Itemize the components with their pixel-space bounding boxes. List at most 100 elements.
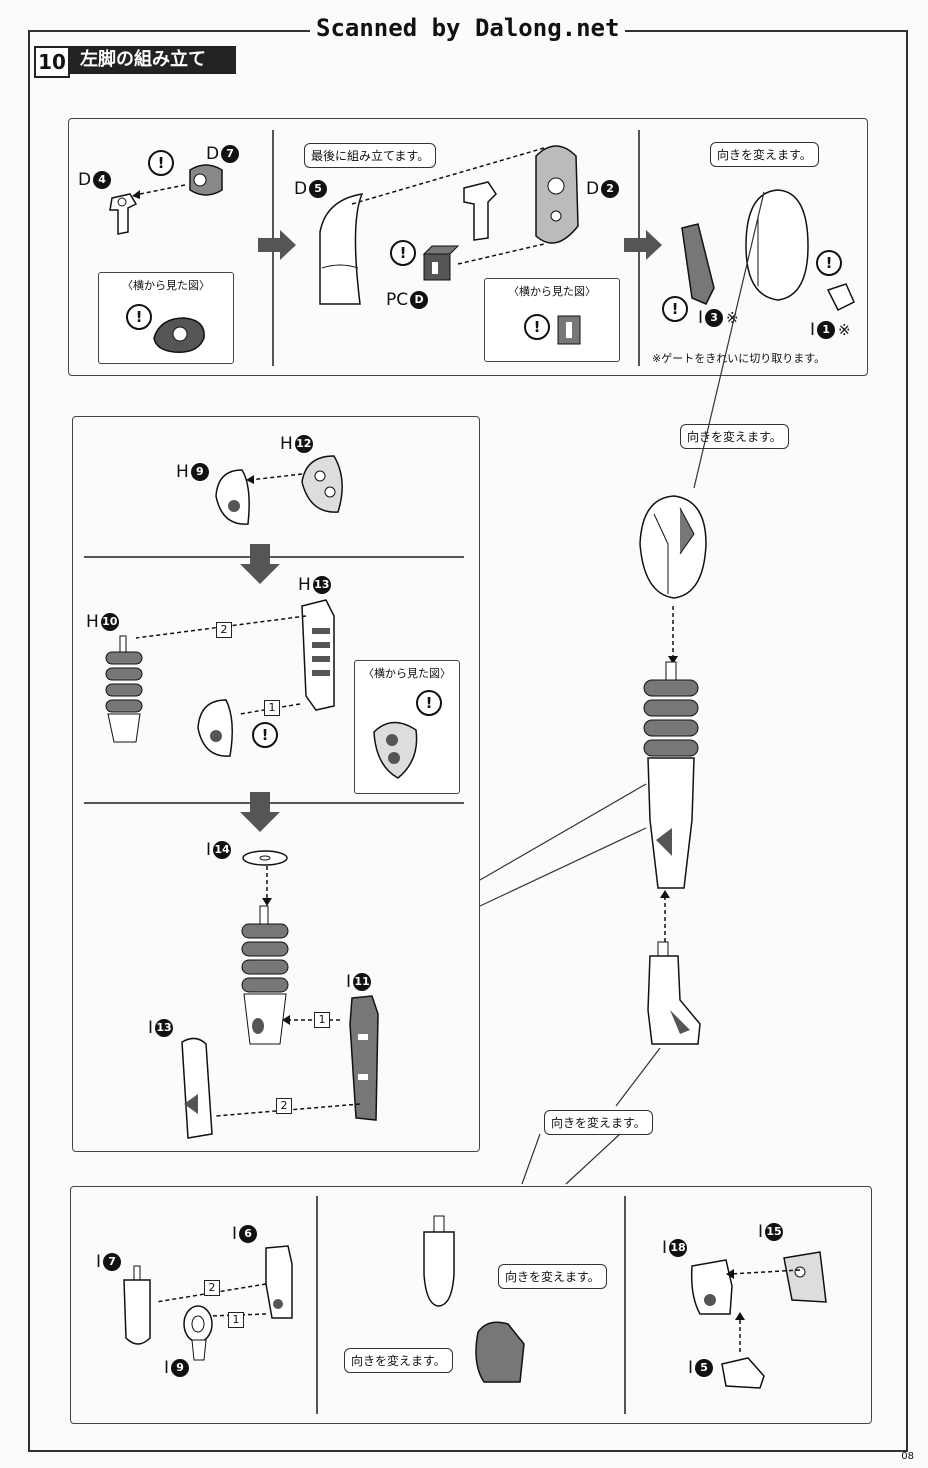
bottom-panel-divider-1 <box>316 1196 318 1414</box>
order-mark-2: 2 <box>216 622 232 638</box>
bottom-panel <box>70 1186 872 1424</box>
callout-leaders <box>521 1047 661 1185</box>
full-leg-thigh-drawing <box>639 495 707 599</box>
foot-part-drawing <box>475 1321 525 1383</box>
part-i18-drawing <box>690 1259 733 1315</box>
assembly-arrow <box>132 184 186 199</box>
callout-turn: 向きを変えます。 <box>498 1264 607 1289</box>
middle-panel-divider-2 <box>84 802 464 804</box>
side-view-part-drawing <box>153 317 205 353</box>
bottom-panel-divider-2 <box>624 1196 626 1414</box>
side-view-caption: 〈横から見た図〉 <box>122 279 210 292</box>
lower-leg-assembly-drawing <box>241 905 289 1045</box>
order-mark-2: 2 <box>276 1098 292 1114</box>
step-title: 左脚の組み立て <box>70 46 236 74</box>
assembly-arrows <box>351 147 545 265</box>
callout-last-assemble: 最後に組み立てます。 <box>304 143 437 168</box>
pc-part-drawing <box>422 245 460 281</box>
page-number: 08 <box>901 1451 914 1462</box>
full-leg-foot-drawing <box>647 941 701 1045</box>
step-down-arrow <box>240 544 280 584</box>
warning-icon: ! <box>126 304 152 330</box>
gate-note: ※ゲートをきれいに切り取ります。 <box>652 352 826 365</box>
panel-connector-lines <box>479 783 647 907</box>
thigh-shell-drawing <box>745 189 809 301</box>
middle-panel <box>72 416 480 1152</box>
warning-icon: ! <box>816 250 842 276</box>
callout-turn: 向きを変えます。 <box>680 424 789 449</box>
vertical-arrow <box>668 606 678 664</box>
order-mark-1: 1 <box>228 1312 244 1328</box>
vertical-arrow <box>262 866 272 906</box>
side-view-part-drawing <box>373 721 418 779</box>
callout-turn: 向きを変えます。 <box>344 1348 453 1373</box>
order-mark-1: 1 <box>264 700 280 716</box>
part-i7-drawing <box>123 1265 151 1345</box>
part-h9-h12-assembled-drawing <box>197 699 233 757</box>
part-i14-washer-drawing <box>242 850 288 866</box>
step-number: 10 <box>34 46 70 78</box>
step-down-arrow <box>240 792 280 832</box>
warning-icon: ! <box>416 690 442 716</box>
part-d4-drawing <box>109 193 138 235</box>
assembly-arrow <box>246 473 303 484</box>
joint-part-drawing <box>463 181 497 241</box>
part-i1-drawing <box>826 283 855 312</box>
part-i9-drawing <box>183 1305 213 1361</box>
pc-side-view-drawing <box>557 315 581 345</box>
ankle-part-drawing <box>423 1215 455 1307</box>
part-i13-drawing <box>181 1037 213 1139</box>
part-i11-drawing <box>349 995 379 1121</box>
part-i6-drawing <box>265 1245 293 1319</box>
warning-icon: ! <box>662 296 688 322</box>
part-i3-drawing <box>681 223 715 305</box>
assembly-arrows <box>726 1269 801 1352</box>
callout-turn: 向きを変えます。 <box>544 1110 653 1135</box>
full-leg-lower-drawing <box>643 661 699 889</box>
part-d7-drawing <box>189 164 223 196</box>
part-i15-drawing <box>783 1251 827 1303</box>
order-mark-1: 1 <box>314 1012 330 1028</box>
warning-icon: ! <box>524 314 550 340</box>
part-h9-drawing <box>215 469 250 525</box>
step-flow-arrow <box>258 230 296 260</box>
top-panel <box>68 118 868 376</box>
part-h13-drawing <box>301 599 335 711</box>
part-d5-drawing <box>319 193 364 305</box>
warning-icon: ! <box>148 150 174 176</box>
warning-icon: ! <box>390 240 416 266</box>
side-view-caption: 〈横から見た図〉 <box>363 667 451 680</box>
order-mark-2: 2 <box>204 1280 220 1296</box>
part-h10-drawing <box>105 635 143 743</box>
middle-panel-divider-1 <box>84 556 464 558</box>
part-h12-drawing <box>301 455 343 513</box>
callout-turn: 向きを変えます。 <box>710 142 819 167</box>
step-flow-arrow <box>624 230 662 260</box>
warning-icon: ! <box>252 722 278 748</box>
scan-watermark: Scanned by Dalong.net <box>310 14 626 42</box>
part-d2-drawing <box>535 145 579 244</box>
vertical-arrow-up <box>660 890 670 948</box>
side-view-box: 〈横から見た図〉 <box>484 278 620 362</box>
callout-leader <box>693 191 765 489</box>
part-i5-drawing <box>721 1357 765 1389</box>
